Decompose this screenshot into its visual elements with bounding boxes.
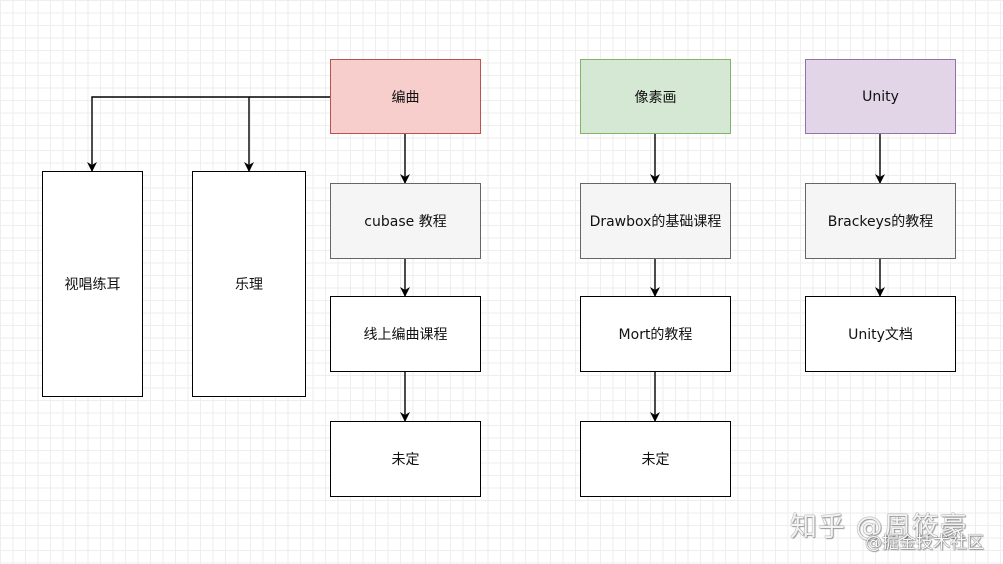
node-label: Drawbox的基础课程 — [589, 214, 722, 230]
node-label: 未定 — [641, 452, 670, 468]
node-brackeys-tutorial[interactable]: Brackeys的教程 — [805, 183, 956, 259]
node-drawbox-course[interactable]: Drawbox的基础课程 — [580, 183, 731, 259]
node-sight-singing[interactable]: 视唱练耳 — [42, 171, 143, 397]
node-label: Unity — [862, 88, 899, 105]
watermark-zhihu: 知乎 @周筱豪 — [790, 512, 968, 543]
node-label: 乐理 — [235, 277, 263, 293]
node-label: 视唱练耳 — [64, 277, 121, 293]
node-label: Mort的教程 — [618, 327, 693, 343]
node-pixel-art[interactable]: 像素画 — [580, 59, 731, 134]
node-label: Unity文档 — [848, 327, 913, 343]
node-pixel-tbd[interactable]: 未定 — [580, 421, 731, 497]
node-unity-docs[interactable]: Unity文档 — [805, 296, 956, 372]
node-label: 线上编曲课程 — [363, 327, 448, 343]
node-music-tbd[interactable]: 未定 — [330, 421, 481, 497]
node-label: 编曲 — [391, 89, 420, 106]
node-music-production[interactable]: 编曲 — [330, 59, 481, 134]
node-label: 像素画 — [634, 89, 677, 106]
node-mort-tutorial[interactable]: Mort的教程 — [580, 296, 731, 372]
node-label: cubase 教程 — [364, 214, 447, 230]
node-cubase-tutorial[interactable]: cubase 教程 — [330, 183, 481, 259]
node-online-music-course[interactable]: 线上编曲课程 — [330, 296, 481, 372]
node-label: Brackeys的教程 — [827, 214, 934, 230]
watermark-juejin: @掘金技术社区 — [865, 533, 984, 553]
node-unity[interactable]: Unity — [805, 59, 956, 134]
edge-music-to-sight-singing — [87, 96, 330, 172]
node-label: 未定 — [391, 452, 420, 468]
node-music-theory[interactable]: 乐理 — [192, 171, 306, 397]
